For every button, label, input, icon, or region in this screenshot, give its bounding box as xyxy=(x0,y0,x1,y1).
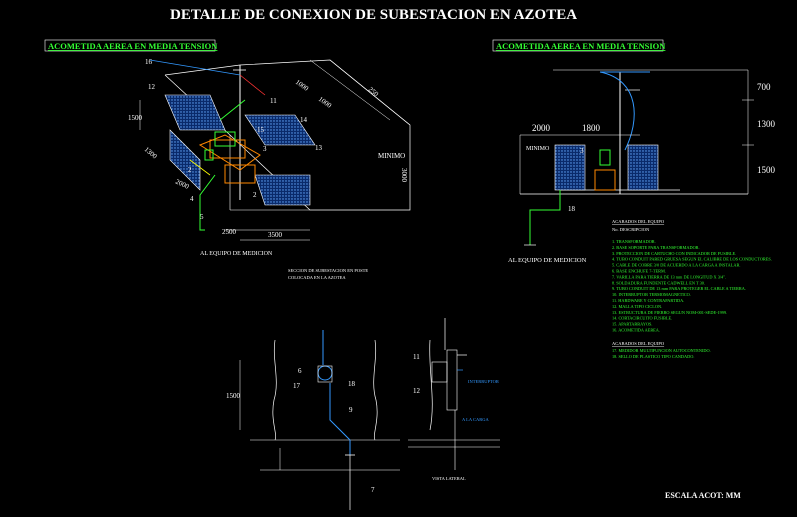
dim-1500-right: 1500 xyxy=(757,165,776,175)
legend-section2-title: ACABADOS DEL EQUIPO xyxy=(612,341,665,346)
legend-item: 7. VARILLA PARA TIERRA DE 13 mm DE LONGI… xyxy=(612,274,726,279)
legend-item: 4. TUBO CONDUIT PARED GRUESA SEGUN EL CA… xyxy=(612,257,772,262)
legend-item: 18. SELLO DE PLASTICO TIPO CANDADO. xyxy=(612,354,694,359)
dim-250: 250 xyxy=(367,85,381,98)
dim-3000: 3000 xyxy=(400,168,408,183)
legend-item: 15. APARTARRAYOS. xyxy=(612,322,653,327)
right-header-box xyxy=(492,39,664,52)
label-4: 4 xyxy=(190,195,194,203)
left-isometric-drawing xyxy=(139,59,411,241)
dim-1800-right: 1800 xyxy=(582,123,601,133)
dim-1300-right: 1300 xyxy=(757,119,776,129)
label-15: 15 xyxy=(257,126,265,134)
left-caption-2: COLOCADA EN LA AZOTEA xyxy=(288,275,346,280)
legend-item: 3. PROTECCION DE CARTUCHO CON INDICADOR … xyxy=(612,251,736,256)
detail-dim-1500: 1500 xyxy=(226,392,241,400)
detail-note-ala-carga: A LA CARGA xyxy=(462,417,490,422)
legend-item: 16. ACOMETIDA AEREA. xyxy=(612,328,660,333)
detail-caption: VISTA LATERAL xyxy=(432,476,466,481)
detail-label-17: 17 xyxy=(293,382,301,390)
dim-3500: 3500 xyxy=(268,231,283,239)
dim-700: 700 xyxy=(757,82,771,92)
dim-1500: 1500 xyxy=(128,114,143,122)
legend-item: 10. INTERRUPTOR TERMOMAGNETICO. xyxy=(612,292,691,297)
right-bottom-note: AL EQUIPO DE MEDICION xyxy=(508,257,587,264)
detail-label-11: 11 xyxy=(413,353,420,361)
legend-item: 8. SOLDADURA FUNDENTE CADWELL EN T 30. xyxy=(612,280,705,285)
dim-2000-right: 2000 xyxy=(532,123,551,133)
label-16: 16 xyxy=(145,58,153,66)
legend-item: 13. ESTRUCTURA DE FIERRO SEGUN NOM-001-S… xyxy=(612,310,727,315)
right-elevation-drawing xyxy=(519,69,754,246)
legend-item: 14. CORTACIRCUITO FUSIBLE. xyxy=(612,316,672,321)
left-panel-header: ACOMETIDA AEREA EN MEDIA TENSION xyxy=(48,41,218,51)
legend-col-header: No. DESCRIPCION xyxy=(612,227,650,232)
dim-2500: 2500 xyxy=(222,228,237,236)
label-12: 12 xyxy=(148,83,156,91)
left-caption-1: SECCION DE SUBESTACION EN POSTE xyxy=(288,268,368,273)
legend-item: 11. HARDWARE Y CONTRAPARTIDA. xyxy=(612,298,684,303)
dim-minimo-right: MINIMO xyxy=(526,146,550,152)
dim-1300: 1300 xyxy=(143,145,159,160)
left-bottom-note: AL EQUIPO DE MEDICION xyxy=(200,251,273,257)
right-label-18: 18 xyxy=(568,205,576,213)
legend: ACABADOS DEL EQUIPO No. DESCRIPCION 1. T… xyxy=(612,219,772,359)
detail-label-7: 7 xyxy=(371,486,375,494)
legend-item: 9. TUBO CONDUIT DE 13 mm PARA PROTEGER E… xyxy=(612,286,746,291)
right-panel-header: ACOMETIDA AEREA EN MEDIA TENSION xyxy=(496,41,666,51)
drawing-title: DETALLE DE CONEXION DE SUBESTACION EN AZ… xyxy=(170,7,577,23)
legend-item: 1. TRANSFORMADOR. xyxy=(612,239,656,244)
legend-item: 5. CABLE DE COBRE 3/0 DE ACUERDO A LA CA… xyxy=(612,263,740,268)
dim-minimo-left: MINIMO xyxy=(378,152,405,160)
detail-label-9: 9 xyxy=(349,406,353,414)
detail-note-interruptor: INTERRUPTOR xyxy=(468,379,499,384)
legend-item: 12. MALLA TIPO CICLON. xyxy=(612,304,662,309)
legend-item: 2. BASE SOPORTE PARA TRANSFORMADOR. xyxy=(612,245,700,250)
dim-1000b: 1000 xyxy=(317,95,333,110)
detail-label-18: 18 xyxy=(348,380,356,388)
scale-note: ESCALA ACOT: MM xyxy=(665,491,741,500)
label-11: 11 xyxy=(270,97,277,105)
label-13: 13 xyxy=(315,144,323,152)
legend-item: 6. BASE ENCHUFE 7-TERM. xyxy=(612,269,666,274)
label-3: 3 xyxy=(263,145,267,153)
dim-1000a: 1000 xyxy=(294,78,310,93)
label-2b: 2 xyxy=(253,191,257,199)
label-14: 14 xyxy=(300,116,308,124)
detail-label-12: 12 xyxy=(413,387,421,395)
dim-2000: 2000 xyxy=(174,178,191,191)
right-label-3: 3 xyxy=(580,147,584,155)
detail-label-6: 6 xyxy=(298,367,302,375)
legend-item: 17. MEDIDOR MULTIFUNCION AUTOCONTENIDO. xyxy=(612,348,711,353)
left-header-box xyxy=(44,39,216,52)
bottom-detail-drawing xyxy=(239,318,500,510)
label-5: 5 xyxy=(200,213,204,221)
label-2: 2 xyxy=(188,166,192,174)
legend-section1-title: ACABADOS DEL EQUIPO xyxy=(612,219,665,224)
